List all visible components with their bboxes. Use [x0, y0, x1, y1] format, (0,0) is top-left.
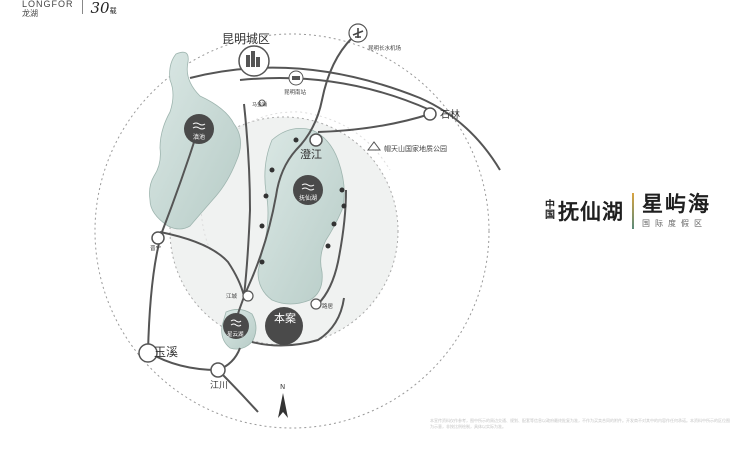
label-kunming: 昆明城区	[222, 32, 270, 46]
label-shilin: 石林	[440, 108, 460, 121]
brand-divider	[632, 192, 634, 229]
label-lushan: 路居	[322, 302, 334, 310]
water-icon-dianchi	[192, 122, 206, 130]
label-dianchi: 滇池	[193, 133, 205, 141]
fuxianhu-node	[293, 175, 323, 205]
disclaimer-text: 本宣传资料仅作参考，图中所示的周边交通、规划、配套等信息以政府最终批复为准，不作…	[430, 418, 730, 429]
logo-brand-cn: 龙湖	[22, 9, 38, 18]
water-icon-xingyunhu	[230, 319, 242, 327]
majie-node	[258, 99, 266, 107]
label-jinning: 晋宁	[150, 244, 162, 252]
jinning-node	[151, 231, 165, 245]
label-chengjiang: 澄江	[300, 147, 322, 161]
mountain-icon	[367, 141, 381, 151]
water-icon-fuxianhu	[301, 183, 315, 191]
brand-prefix: 中国	[545, 199, 555, 221]
logo-brand-en: LONGFOR	[22, 0, 74, 9]
dianchi-node	[184, 114, 214, 144]
chengjiang-node	[309, 133, 323, 147]
train-icon	[292, 76, 300, 80]
label-yuxi: 玉溪	[154, 345, 178, 359]
label-fuxianhu: 抚仙湖	[299, 194, 317, 202]
label-xingyunhu: 星云湖	[227, 330, 244, 338]
label-kunming-south: 昆明南站	[284, 88, 307, 96]
logo: LONGFOR 龙湖 30载	[22, 0, 117, 18]
fuxianhu-lake	[257, 127, 345, 305]
logo-divider	[81, 0, 83, 14]
label-jiangcheng: 江城	[226, 293, 238, 300]
svg-text:N: N	[280, 383, 285, 391]
stop-markers	[259, 137, 347, 265]
project-node	[265, 307, 303, 345]
brand-title: 星屿海	[642, 192, 711, 216]
brand-lake-name: 抚仙湖	[558, 199, 624, 224]
label-jiangchuan: 江川	[210, 380, 228, 391]
anniversary-logo: 30载	[90, 0, 117, 17]
shilin-node	[423, 107, 437, 121]
city-buildings-icon	[246, 51, 260, 67]
label-geopark: 帽天山国家地质公园	[384, 144, 447, 153]
xingyunhu-node	[223, 313, 249, 339]
brand-block: 中国 抚仙湖 星屿海 国际度假区	[545, 192, 711, 229]
yuxi-node	[138, 343, 158, 363]
north-arrow-icon: N	[278, 383, 288, 418]
brand-subtitle: 国际度假区	[642, 219, 707, 228]
label-project: 本案	[274, 311, 296, 325]
airplane-icon	[352, 28, 364, 38]
label-majie: 马金铺	[252, 101, 267, 108]
label-airport: 昆明长水机场	[368, 44, 402, 52]
jiangcheng-node	[242, 290, 254, 302]
jiangchuan-node	[210, 362, 226, 378]
outer-range-ring	[94, 33, 490, 429]
lushan-node	[310, 298, 322, 310]
